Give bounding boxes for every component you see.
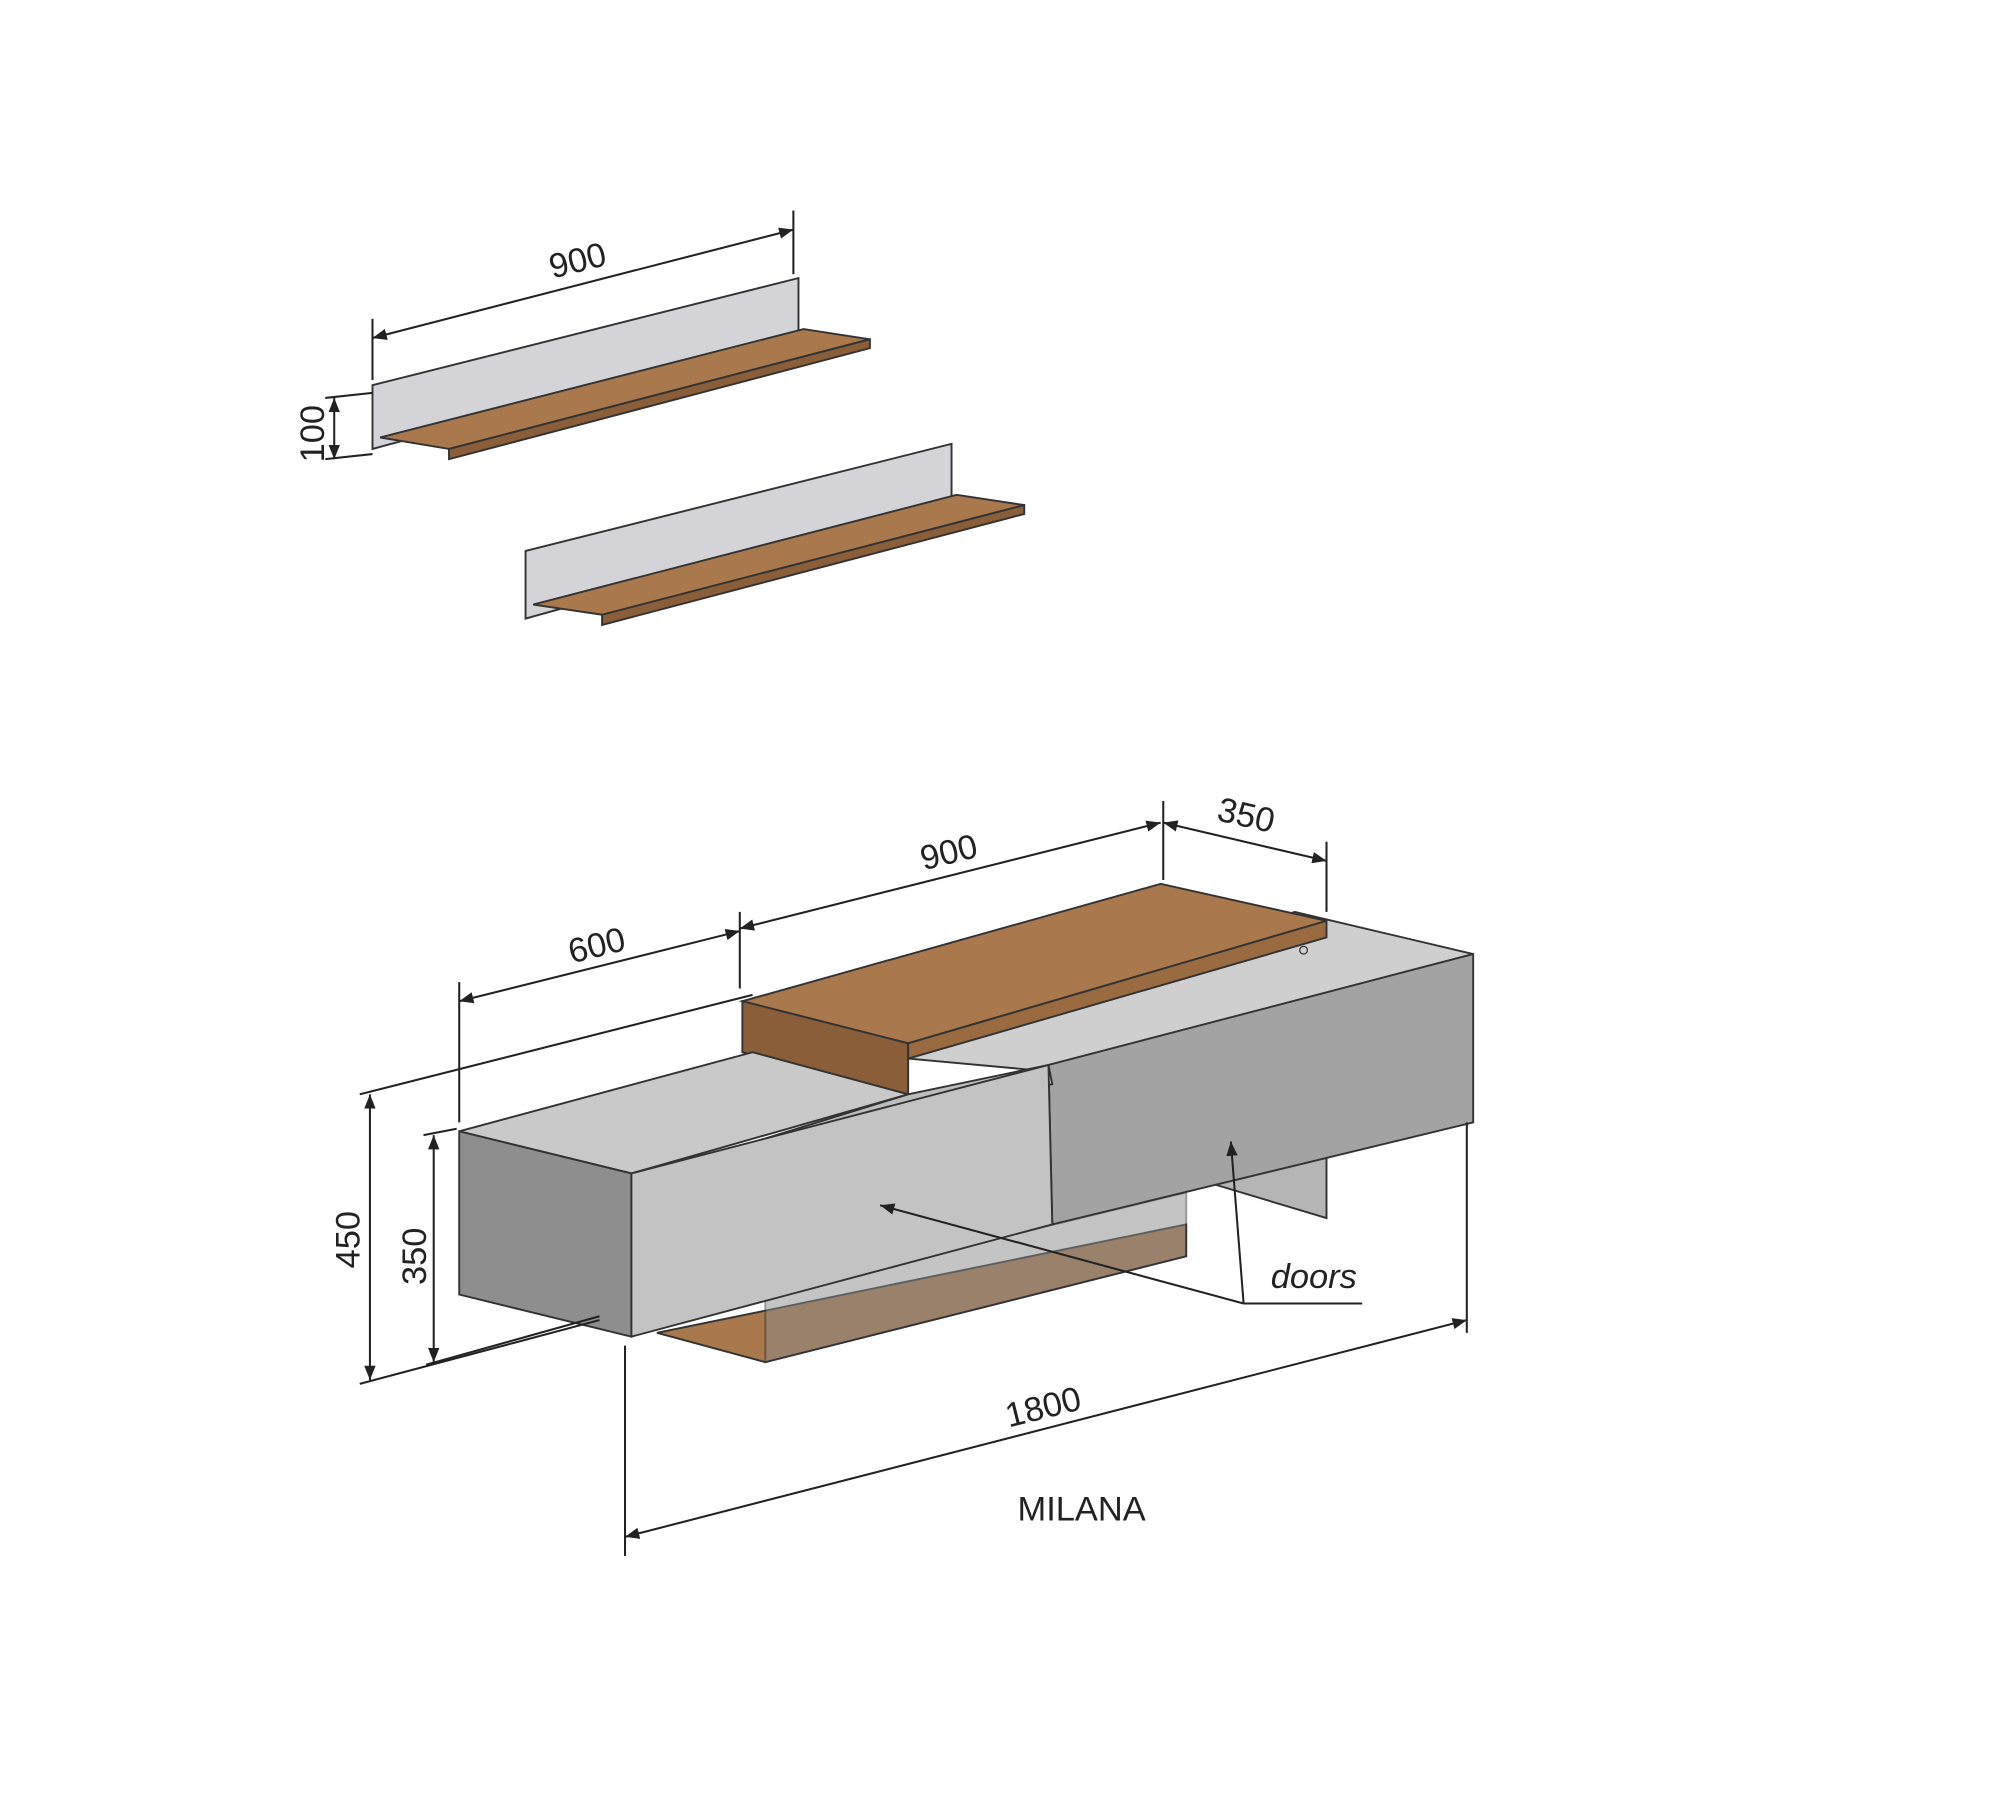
doors-label: doors (1271, 1258, 1357, 1296)
shelf-height-label: 100 (294, 405, 332, 462)
wall-shelf-lower (524, 442, 1026, 627)
wall-shelf-upper (371, 276, 871, 461)
box-height-label: 350 (396, 1228, 434, 1285)
total-height-label: 450 (330, 1211, 368, 1268)
left-door (630, 1063, 1054, 1338)
depth-label: 350 (1214, 791, 1279, 841)
product-title: MILANA (1018, 1490, 1146, 1528)
total-width-label: 1800 (1002, 1380, 1085, 1435)
left-width-label: 600 (564, 921, 629, 972)
